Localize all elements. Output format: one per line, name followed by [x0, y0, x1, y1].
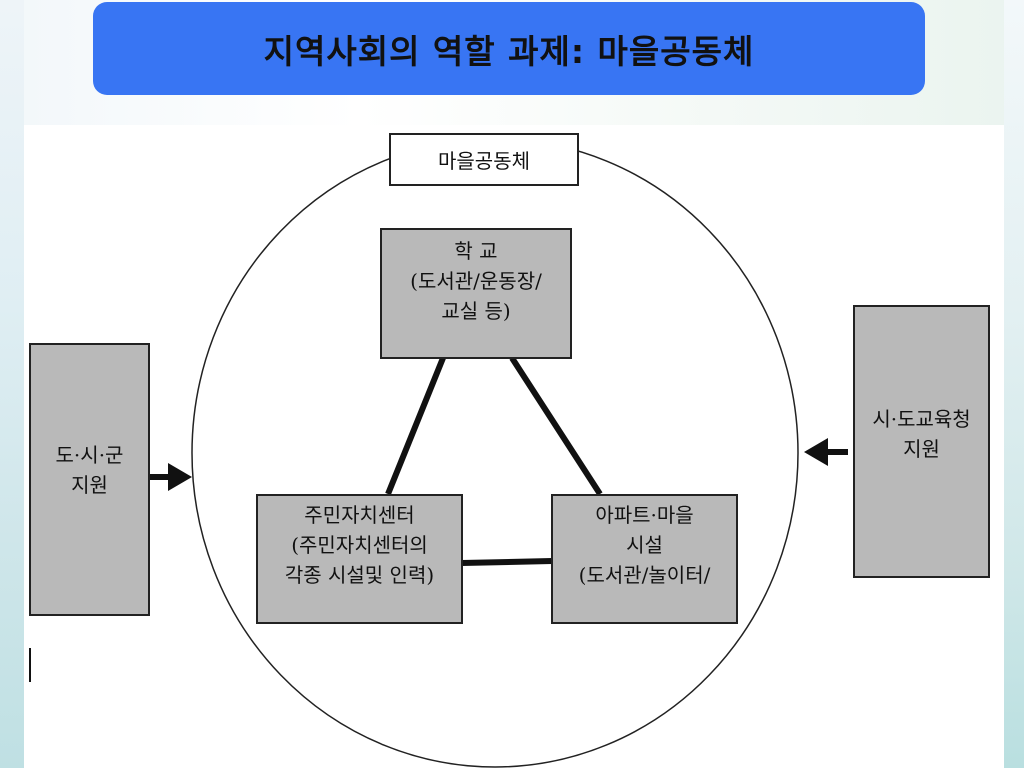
apartment-facility-box	[551, 494, 738, 624]
title-banner: 지역사회의 역할 과제: 마을공동체	[93, 2, 925, 95]
school-label: 학 교 (도서관/운동장/ 교실 등)	[410, 239, 542, 323]
education-office-support-box	[853, 305, 990, 578]
school-box	[380, 228, 572, 359]
community-label-box: 마을공동체	[389, 133, 579, 186]
right-arrow-icon	[804, 438, 848, 466]
connector-school-apartment	[509, 356, 603, 496]
resident-center-label: 주민자치센터 (주민자치센터의 각종 시설및 인력)	[284, 503, 435, 587]
background-left-gradient	[0, 0, 24, 768]
connector-center-apartment	[461, 558, 553, 566]
apartment-facility-label: 아파트·마을 시설 (도서관/놀이터/	[578, 503, 711, 587]
background-right-gradient	[1004, 0, 1024, 768]
local-government-support-label: 도·시·군 지원	[55, 443, 124, 497]
left-arrow-icon	[150, 463, 192, 491]
slide-title: 지역사회의 역할 과제: 마을공동체	[263, 31, 755, 71]
connector-school-center	[385, 356, 446, 496]
education-office-support-label: 시·도교육청 지원	[872, 407, 971, 461]
community-label: 마을공동체	[438, 149, 530, 173]
text-cursor	[29, 648, 31, 682]
local-government-support-box	[29, 343, 150, 616]
resident-center-box	[256, 494, 463, 624]
